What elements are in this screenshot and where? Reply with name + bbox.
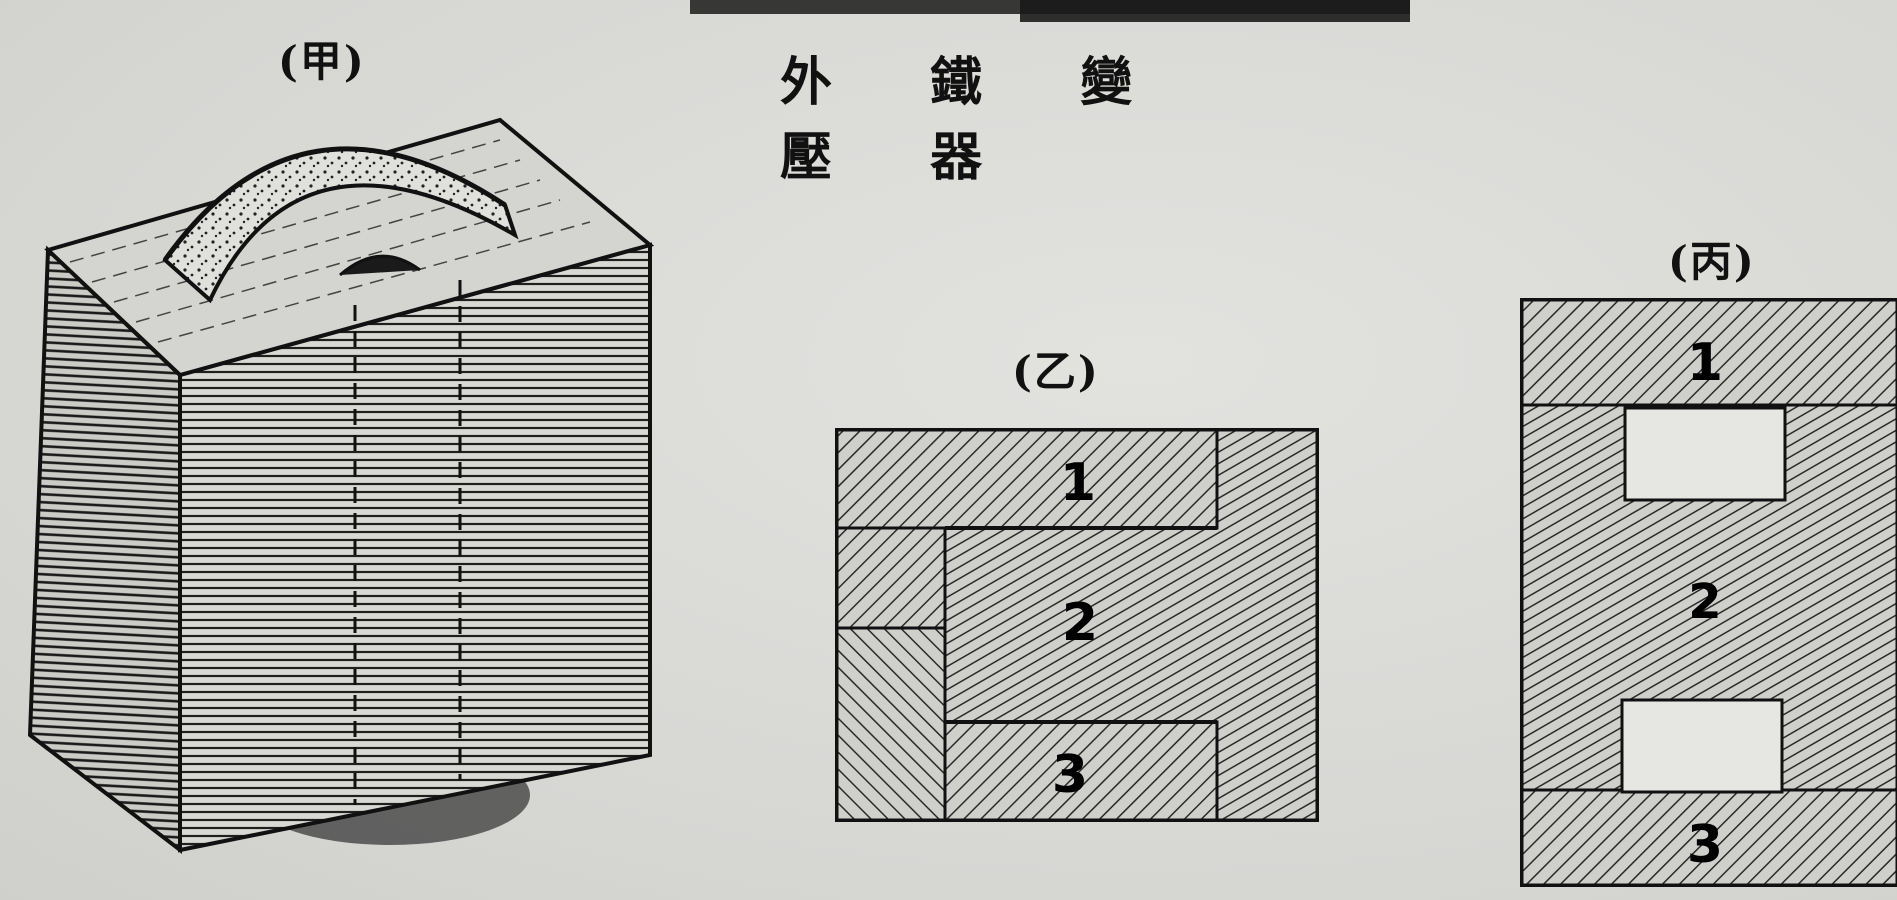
figure-c-label-2: 2 (1688, 574, 1721, 630)
figure-c-label-1: 1 (1687, 333, 1723, 393)
figure-c-caption: (丙) (1668, 237, 1756, 286)
figure-b-piece-1 (835, 428, 1219, 530)
figure-a-caption: (甲) (278, 37, 366, 86)
figure-b-label-2: 2 (1062, 593, 1098, 653)
cropped-heading-band-dark (1020, 0, 1410, 22)
diagram-title: 外 鐵 變 壓 器 (780, 52, 1173, 188)
figure-b-caption: (乙) (1012, 347, 1100, 396)
figure-c-upper-window (1623, 406, 1787, 502)
figure-c-lower-window (1620, 698, 1784, 794)
figure-c-piece-3 (1520, 788, 1897, 887)
figure-c-lamination-diagram: 1 2 3 (1520, 298, 1897, 887)
figure-b-lamination-diagram: 1 2 3 (835, 428, 1319, 822)
figure-a-transformer-block (27, 117, 655, 855)
figure-b-label-3: 3 (1052, 745, 1088, 805)
figure-b-label-1: 1 (1060, 453, 1096, 513)
figure-b-piece-3 (943, 720, 1219, 822)
figure-c-label-3: 3 (1687, 815, 1723, 875)
figure-c-piece-1 (1520, 298, 1897, 407)
